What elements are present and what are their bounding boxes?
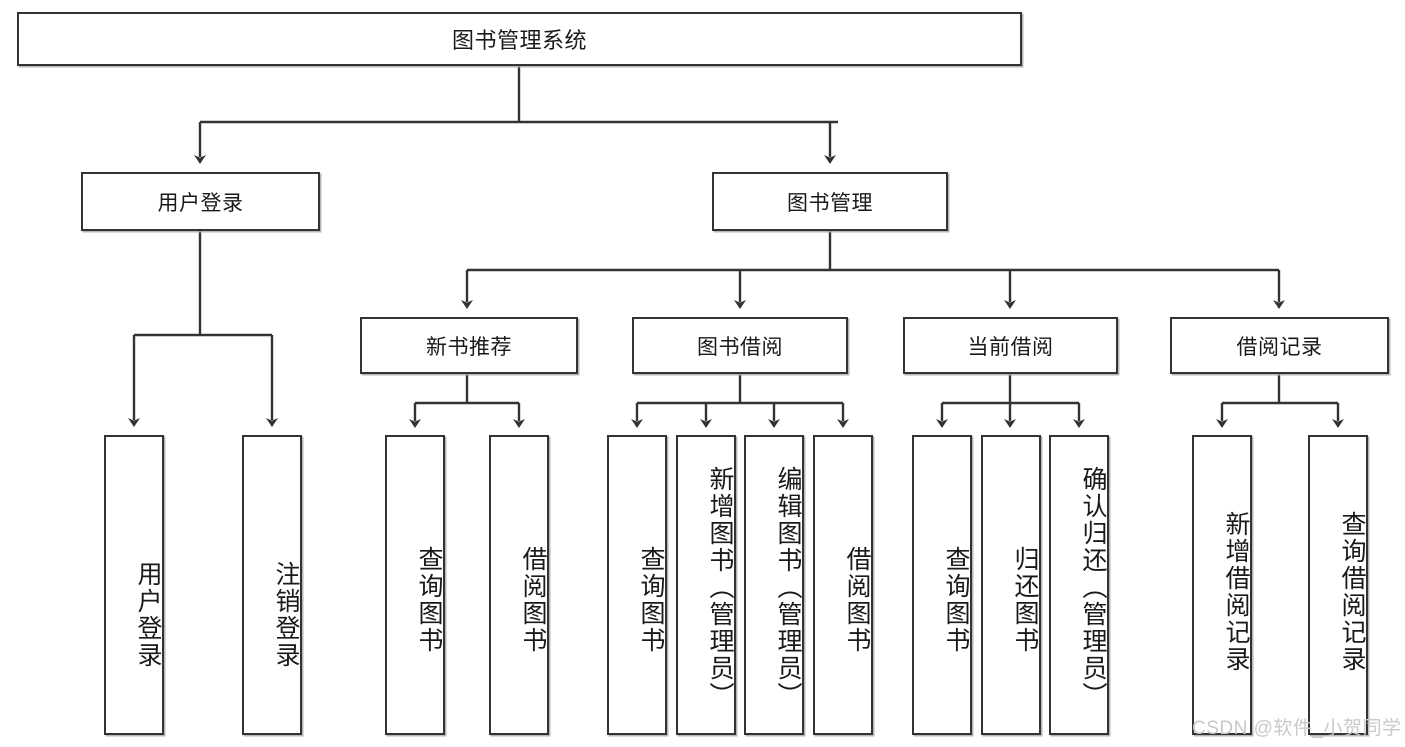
node-leaf-return-book-label: 归还图书 [1011,546,1039,654]
node-borrow-record[interactable]: 借阅记录 [1170,317,1389,374]
watermark: CSDN @软件_小贺同学 [1192,718,1402,739]
node-leaf-query-book-c-label: 查询图书 [942,546,970,654]
node-leaf-return-book[interactable]: 归还图书 [981,435,1041,735]
node-leaf-borrow-book-b-label: 借阅图书 [843,546,871,654]
node-leaf-query-book-b-label: 查询图书 [637,546,665,654]
node-current-borrow[interactable]: 当前借阅 [903,317,1118,374]
node-leaf-query-record-label: 查询借阅记录 [1338,511,1366,673]
node-leaf-query-record[interactable]: 查询借阅记录 [1308,435,1368,735]
node-new-book-rec[interactable]: 新书推荐 [360,317,578,374]
node-leaf-borrow-book-rec[interactable]: 借阅图书 [489,435,549,735]
node-leaf-query-book-rec-label: 查询图书 [415,546,443,654]
node-leaf-edit-book-label: 编辑图书（管理员） [774,465,802,709]
node-book-borrow-label: 图书借阅 [697,335,783,359]
node-leaf-logout[interactable]: 注销登录 [242,435,302,735]
node-book-manage[interactable]: 图书管理 [712,172,948,231]
node-leaf-add-record[interactable]: 新增借阅记录 [1192,435,1252,735]
node-root[interactable]: 图书管理系统 [17,12,1022,66]
node-root-label: 图书管理系统 [451,28,587,53]
node-book-manage-label: 图书管理 [787,191,873,215]
node-current-borrow-label: 当前借阅 [967,335,1054,359]
node-leaf-edit-book[interactable]: 编辑图书（管理员） [744,435,804,735]
node-leaf-user-login[interactable]: 用户登录 [104,435,164,735]
node-borrow-record-label: 借阅记录 [1236,335,1323,359]
node-book-borrow[interactable]: 图书借阅 [632,317,848,374]
node-leaf-borrow-book-b[interactable]: 借阅图书 [813,435,873,735]
node-leaf-add-book[interactable]: 新增图书（管理员） [676,435,736,735]
node-leaf-logout-label: 注销登录 [272,561,300,669]
node-leaf-confirm-return[interactable]: 确认归还（管理员） [1049,435,1109,735]
node-user-login-label: 用户登录 [157,191,244,215]
node-leaf-user-login-label: 用户登录 [134,561,162,669]
node-leaf-add-book-label: 新增图书（管理员） [706,465,734,709]
node-leaf-borrow-book-rec-label: 借阅图书 [519,546,547,654]
node-leaf-query-book-b[interactable]: 查询图书 [607,435,667,735]
node-leaf-add-record-label: 新增借阅记录 [1222,511,1250,673]
node-leaf-confirm-return-label: 确认归还（管理员） [1079,465,1107,709]
node-new-book-rec-label: 新书推荐 [426,335,512,359]
node-leaf-query-book-c[interactable]: 查询图书 [912,435,972,735]
node-user-login[interactable]: 用户登录 [81,172,320,231]
node-leaf-query-book-rec[interactable]: 查询图书 [385,435,445,735]
